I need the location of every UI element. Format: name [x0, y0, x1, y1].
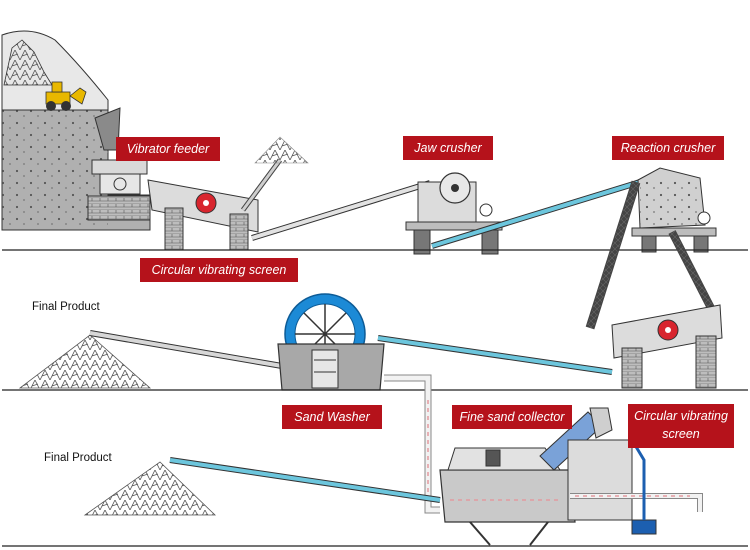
label-vibrator-feeder: Vibrator feeder: [116, 137, 220, 161]
slurry-pipe: [384, 374, 440, 514]
wheel-loader-icon: [45, 81, 87, 111]
label-circular-vibrating-screen-2: Circular vibrating screen: [628, 404, 734, 448]
conveyor-washer-to-pile: [89, 330, 283, 369]
jaw-crusher-icon: [405, 172, 503, 255]
vibrating-feeder-icon: [87, 159, 151, 221]
lattice-conveyor-crusher-return: [668, 230, 716, 312]
bucket-wheel-sand-washer-icon: [277, 293, 385, 391]
vibrating-screen-2: [611, 304, 723, 389]
lattice-conveyor-impact-to-screen: [585, 180, 641, 330]
slurry-tank-icon: [567, 439, 703, 535]
conveyor-to-reaction-crusher: [431, 179, 641, 249]
label-final-product-1: Final Product: [32, 301, 100, 313]
material-pile-icon-2: [83, 461, 216, 516]
label-sand-washer: Sand Washer: [282, 405, 382, 429]
label-final-product-2: Final Product: [44, 452, 112, 464]
vibrating-screen-1: [147, 179, 259, 251]
material-pile-icon: [18, 334, 152, 389]
label-circular-vibrating-screen-1: Circular vibrating screen: [140, 258, 298, 282]
stacker-conveyor-1: [240, 136, 309, 212]
label-fine-sand-collector: Fine sand collector: [452, 405, 572, 429]
conveyor-collector-to-pile: [169, 457, 441, 503]
label-jaw-crusher: Jaw crusher: [403, 136, 493, 160]
fine-sand-recycler-icon: [439, 447, 576, 546]
label-reaction-crusher: Reaction crusher: [612, 136, 724, 160]
conveyor-screen-to-washer: [377, 335, 613, 375]
conveyor-to-jaw-crusher: [251, 180, 431, 241]
